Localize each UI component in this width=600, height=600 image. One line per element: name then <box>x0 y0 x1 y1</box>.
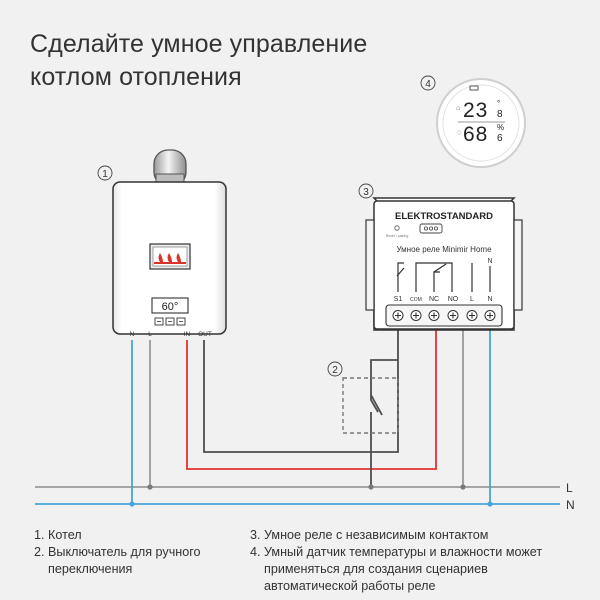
boiler-terminal-in: IN <box>184 331 191 338</box>
legend-item-3: 3. Умное реле с независимым контактом <box>250 527 550 544</box>
marker-2-label: 2 <box>332 365 338 376</box>
relay-brand: ELEKTROSTANDARD <box>395 211 493 222</box>
title-line-2: котлом отопления <box>30 63 242 91</box>
boiler-temp-display <box>151 297 189 314</box>
svg-text:♢: ♢ <box>456 129 462 137</box>
marker-4 <box>420 75 436 91</box>
page-title: Сделайте умное управление котлом отоплен… <box>30 28 367 94</box>
marker-1 <box>97 165 113 181</box>
boiler-terminal-out: OUT <box>198 331 212 338</box>
legend-number: 4. <box>250 545 261 559</box>
legend-column-2: 3. Умное реле с независимым контактом 4.… <box>250 527 550 595</box>
wire-switch <box>370 372 379 413</box>
legend-column-1: 1. Котел 2. Выключатель для ручного пере… <box>34 527 234 578</box>
legend-item-1: 1. Котел <box>34 527 234 544</box>
relay-pin-s1: S1 <box>394 296 403 303</box>
bus-label-l: L <box>566 481 573 495</box>
legend-text: Умный датчик температуры и влажности мож… <box>264 545 543 593</box>
temperature-humidity-sensor: ⌂ 23 8 ° ♢ 68 6 % <box>436 78 526 168</box>
marker-1-label: 1 <box>102 169 108 180</box>
sensor-temperature-decimal: 8 <box>497 109 503 120</box>
legend-text: Выключатель для ручного переключения <box>48 545 201 576</box>
marker-3-label: 3 <box>363 187 369 198</box>
boiler-temp-value: 60° <box>162 301 179 313</box>
boiler-terminal-l: L <box>148 331 152 338</box>
junction-dots <box>129 484 493 507</box>
legend-item-4: 4. Умный датчик температуры и влажности … <box>250 544 550 595</box>
sensor-humidity: 68 <box>463 123 488 146</box>
svg-text:⌂: ⌂ <box>456 105 460 112</box>
wire-boiler-in <box>186 330 437 470</box>
sensor-humidity-unit: % <box>497 123 504 132</box>
manual-switch <box>342 377 399 434</box>
wires <box>131 330 491 504</box>
marker-2 <box>327 361 343 377</box>
relay-pin-no: NO <box>448 296 459 303</box>
legend-text: Котел <box>48 528 82 542</box>
bus-label-n: N <box>566 498 575 512</box>
relay-pin-com: COM <box>410 297 422 303</box>
relay-mini-caption: Reset / pairing <box>386 234 409 238</box>
relay-pin-l: L <box>470 296 474 303</box>
boiler: 60° N L IN OUT <box>112 149 227 338</box>
relay-caption: Умное реле Minimir Home <box>396 245 492 254</box>
wire-switch-up <box>370 359 398 372</box>
sensor-humidity-decimal: 6 <box>497 133 503 144</box>
number-markers <box>97 75 436 377</box>
relay-pin-nc: NC <box>429 296 439 303</box>
title-line-1: Сделайте умное управление <box>30 30 368 58</box>
bus-lines: L N <box>35 481 575 512</box>
sensor-temperature-unit: ° <box>497 99 500 108</box>
legend-number: 1. <box>34 528 45 542</box>
legend-item-2: 2. Выключатель для ручного переключения <box>34 544 234 578</box>
relay-pin-n: N <box>487 296 492 303</box>
marker-3 <box>358 183 374 199</box>
boiler-terminal-n: N <box>130 331 135 338</box>
marker-4-label: 4 <box>425 79 431 90</box>
legend-number: 2. <box>34 545 45 559</box>
sensor-temperature: 23 <box>463 99 488 122</box>
legend-text: Умное реле с независимым контактом <box>264 528 489 542</box>
smart-relay: ELEKTROSTANDARD Reset / pairing Умное ре… <box>365 197 523 331</box>
wire-boiler-out <box>203 330 399 453</box>
relay-top-pin-n: N <box>487 258 492 265</box>
legend-number: 3. <box>250 528 261 542</box>
